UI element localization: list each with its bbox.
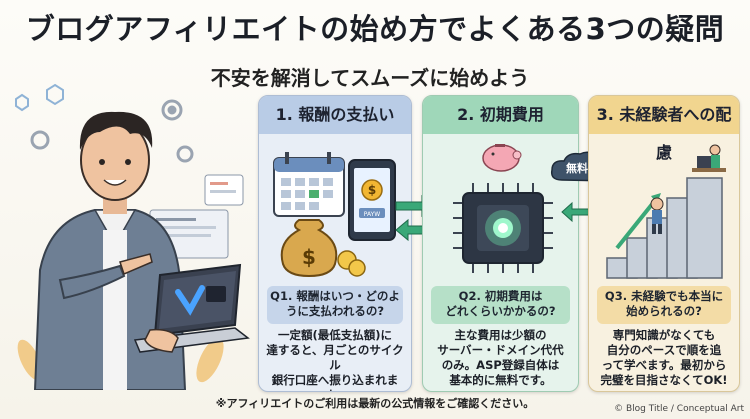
- footer-note: ※アフィリエイトのご利用は最新の公式情報をご確認ください。: [215, 397, 535, 410]
- card-initial-cost: 2. 初期費用 Q2. 初期費: [422, 95, 579, 392]
- person-climbing: [650, 197, 664, 234]
- payment-illustration: $ PAYW $: [273, 152, 396, 278]
- chip-icon: [453, 183, 553, 273]
- calendar-icon: [273, 152, 345, 217]
- card-heading: 1. 報酬の支払い: [259, 96, 411, 134]
- pay-label: PAYW: [364, 211, 381, 218]
- question-box: Q3. 未経験でも本当に 始められるの?: [597, 286, 731, 324]
- card-heading: 3. 未経験者への配慮: [589, 96, 739, 162]
- staircase-icon: [606, 177, 723, 279]
- desk-with-person: [692, 144, 726, 172]
- gear-icon: [30, 99, 194, 163]
- answer-text: 主な費用は少額の サーバー・ドメイン代代 のみ。ASP登録自体は 基本的に無料で…: [437, 328, 564, 387]
- laptop-icon: [133, 263, 250, 353]
- answer-text: 一定額(最低支払額)に 達すると、月ごとのサイクル 銀行口座へ振り込まれます。 …: [266, 328, 404, 391]
- person-with-laptop-illustration: [15, 83, 250, 390]
- page-title: ブログアフィリエイトの始め方でよくある3つの疑問: [25, 12, 725, 46]
- svg-text:$: $: [368, 183, 376, 197]
- page-subtitle: 不安を解消してスムーズに始めよう: [210, 66, 530, 90]
- svg-text:$: $: [302, 245, 316, 269]
- money-bag-icon: $: [280, 219, 366, 278]
- staircase-illustration: [606, 144, 726, 279]
- answer-text: 専門知識がなくても 自分のペースで順を追 って学べます。最初から 完璧を目指さな…: [600, 328, 728, 387]
- card-payment: 1. 報酬の支払い $ PAYW: [258, 95, 412, 392]
- hair: [79, 111, 153, 150]
- hexagon-icon: [15, 83, 64, 112]
- smartphone-icon: $ PAYW: [348, 159, 396, 241]
- question-box: Q1. 報酬はいつ・どのように支払われるの?: [267, 286, 403, 324]
- card-beginner-support: 3. 未経験者への配慮 Q: [588, 95, 740, 392]
- card-heading: 2. 初期費用: [423, 96, 578, 134]
- piggy-bank-icon: [482, 144, 522, 172]
- question-box: Q2. 初期費用は どれくらいかかるの?: [431, 286, 570, 324]
- cost-illustration: [453, 144, 553, 273]
- credit-text: © Blog Title / Conceptual Art: [614, 404, 744, 414]
